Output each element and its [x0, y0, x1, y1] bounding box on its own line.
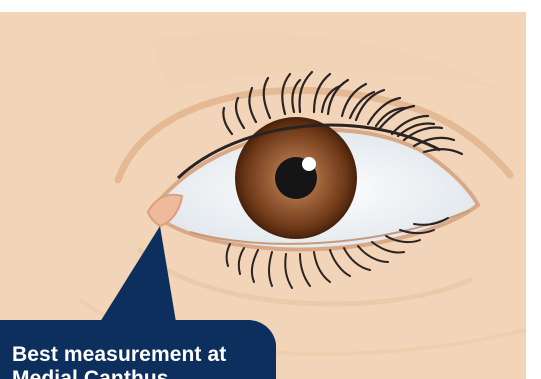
eye-highlight [302, 157, 316, 171]
top-margin [0, 0, 541, 12]
callout-text: Best measurement at Medial Canthus [12, 343, 272, 379]
right-margin [526, 0, 541, 379]
